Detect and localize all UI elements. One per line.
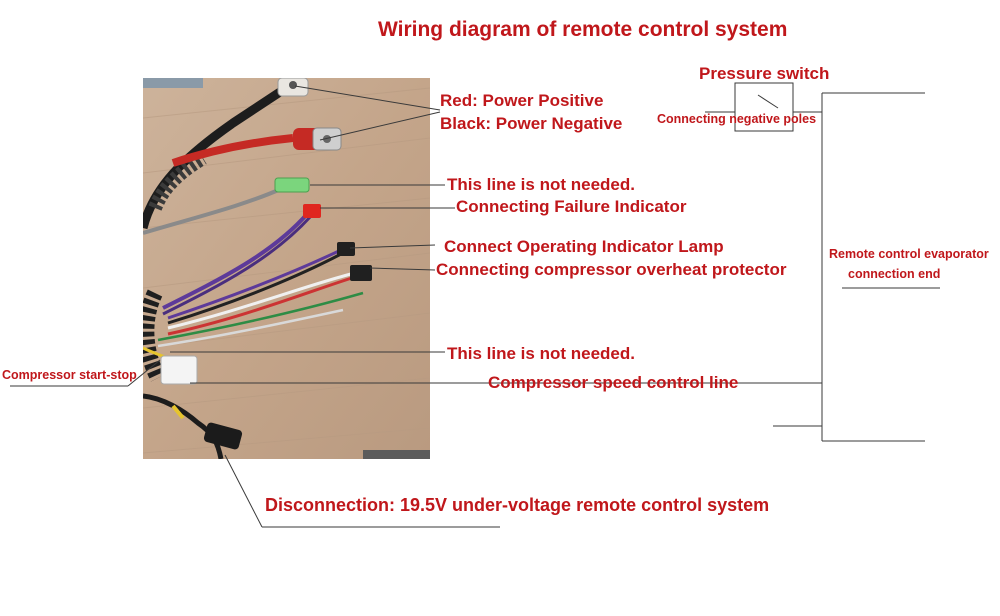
leader-line-red	[294, 85, 441, 111]
black-power-negative-label: Black: Power Negative	[440, 114, 623, 133]
overheat-protector-label: Connecting compressor overheat protector	[436, 260, 787, 279]
evaporator-label-line1: Remote control evaporator	[829, 247, 989, 261]
connecting-negative-poles-label: Connecting negative poles	[657, 112, 817, 126]
speed-control-label: Compressor speed control line	[488, 373, 739, 392]
leader-line-operating	[349, 244, 436, 249]
disconnection-label: Disconnection: 19.5V under-voltage remot…	[265, 495, 770, 515]
leader-line-disconnection	[224, 454, 263, 528]
coiled-harness	[143, 289, 166, 382]
switch-blade	[757, 94, 779, 109]
compressor-start-stop-label: Compressor start-stop	[2, 368, 137, 382]
red-power-positive-label: Red: Power Positive	[440, 91, 604, 110]
diagram-title: Wiring diagram of remote control system	[378, 18, 788, 41]
leader-line-black	[319, 111, 441, 141]
pressure-switch-box	[734, 82, 794, 132]
failure-indicator-label: Connecting Failure Indicator	[456, 197, 687, 216]
evaporator-label-line2: connection end	[848, 267, 941, 281]
line-not-needed-label-2: This line is not needed.	[447, 344, 635, 363]
leader-line-overheat	[369, 267, 436, 271]
line-not-needed-label-1: This line is not needed.	[447, 175, 635, 194]
red-power-cable	[171, 134, 294, 167]
operating-indicator-label: Connect Operating Indicator Lamp	[444, 237, 724, 256]
pressure-switch-label: Pressure switch	[699, 64, 830, 83]
white-connector	[160, 355, 198, 385]
leader-line-start-stop	[127, 359, 161, 387]
